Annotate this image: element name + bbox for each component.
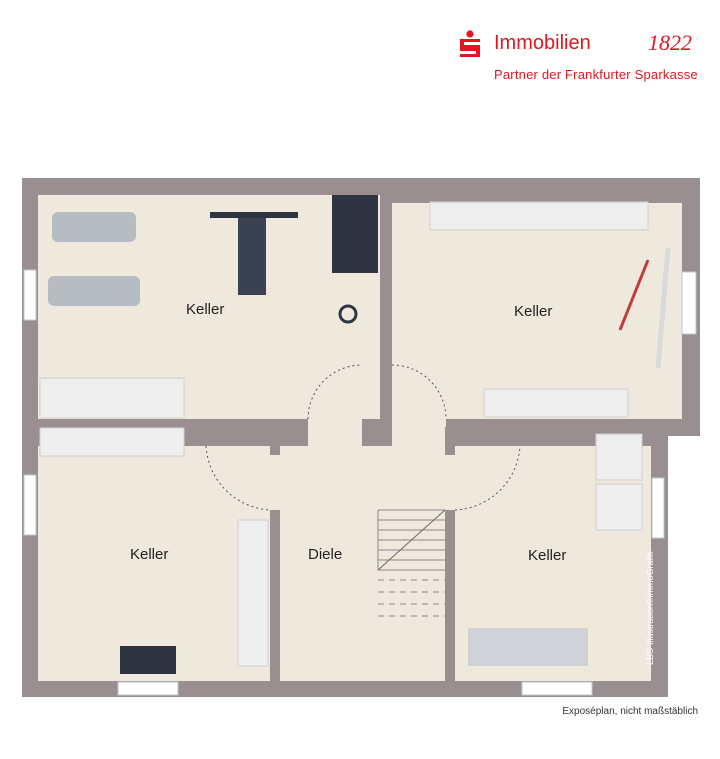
cabinet	[595, 433, 643, 481]
windows	[23, 269, 697, 696]
window	[681, 271, 697, 335]
illustration-credit: LBS-Illustration©immoGrafik	[645, 551, 655, 665]
shelf	[39, 427, 185, 457]
sparkasse-s-icon	[460, 30, 480, 57]
room-label-top-right: Keller	[514, 303, 552, 320]
cabinet	[595, 483, 643, 531]
shoe-rack-icon	[468, 628, 588, 666]
staircase	[377, 509, 446, 617]
crate-icon	[120, 646, 176, 674]
window	[23, 269, 37, 321]
brand-subtitle: Partner der Frankfurter Sparkasse	[494, 67, 698, 82]
room-label-bottom-right: Keller	[528, 547, 566, 564]
shelf	[39, 377, 185, 419]
room-label-center: Diele	[308, 546, 342, 563]
shelf	[429, 201, 649, 231]
dumbbell-rack-icon	[332, 195, 378, 273]
window	[23, 474, 37, 536]
shelf	[483, 388, 629, 418]
weight-bench-icon	[238, 215, 266, 295]
gym-equipment	[48, 195, 588, 674]
shelves	[39, 201, 649, 667]
room-label-bottom-left: Keller	[130, 546, 168, 563]
door-swings	[205, 364, 521, 511]
window	[117, 681, 179, 696]
exercise-bike-icon	[52, 212, 136, 242]
brand-logo: Immobilien 1822 Partner der Frankfurter …	[458, 30, 708, 90]
window	[521, 681, 593, 696]
room-label-top-left: Keller	[186, 301, 224, 318]
window	[651, 477, 665, 539]
interior-walls	[38, 195, 668, 681]
rowing-machine-icon	[48, 276, 140, 306]
jump-rope-icon	[338, 304, 358, 324]
skis-icon	[618, 247, 671, 369]
brand-year: 1822	[648, 30, 692, 55]
shelf-rack	[237, 519, 269, 667]
barbell-icon	[210, 212, 298, 218]
brand-name: Immobilien	[494, 32, 591, 54]
plan-footnote: Exposéplan, nicht maßstäblich	[562, 706, 698, 717]
